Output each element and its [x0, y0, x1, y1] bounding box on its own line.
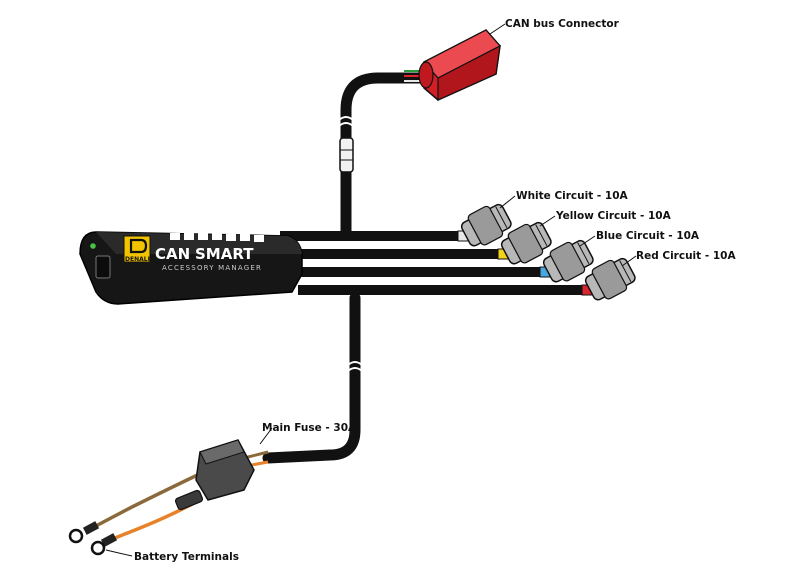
white-circuit-connector: [460, 203, 512, 247]
status-led: [90, 243, 96, 249]
circuit-cables: [280, 231, 586, 295]
brand-subtitle: ACCESSORY MANAGER: [162, 264, 262, 272]
label-yellow-circuit: Yellow Circuit - 10A: [555, 210, 672, 222]
label-red-circuit: Red Circuit - 10A: [636, 250, 736, 262]
battery-ring-terminal-1: [68, 521, 100, 544]
label-blue-circuit: Blue Circuit - 10A: [596, 230, 700, 242]
brand-smart: SMART: [195, 245, 254, 263]
can-bus-connector: [418, 29, 501, 101]
label-main-fuse: Main Fuse - 30A: [262, 422, 357, 434]
label-battery-terminals: Battery Terminals: [134, 551, 239, 563]
can-bus-cable: [338, 70, 428, 238]
label-can-bus-connector: CAN bus Connector: [505, 18, 620, 30]
power-cable: [262, 292, 363, 464]
main-fuse-holder: [175, 439, 255, 511]
yellow-circuit-connector: [500, 221, 552, 265]
label-white-circuit: White Circuit - 10A: [516, 190, 629, 202]
cansmart-module: DENALI CAN SMART ACCESSORY MANAGER: [79, 231, 303, 305]
denali-logo: DENALI: [123, 235, 151, 263]
red-circuit-connector: [584, 257, 636, 301]
battery-ring-terminal-2: [90, 533, 118, 556]
usb-port: [95, 255, 111, 279]
denali-logo-text: DENALI: [125, 256, 150, 263]
indicator-dots: [170, 233, 264, 242]
blue-circuit-connector: [542, 239, 594, 283]
callout-lines: [105, 23, 637, 557]
brand-can: CAN: [155, 245, 190, 263]
